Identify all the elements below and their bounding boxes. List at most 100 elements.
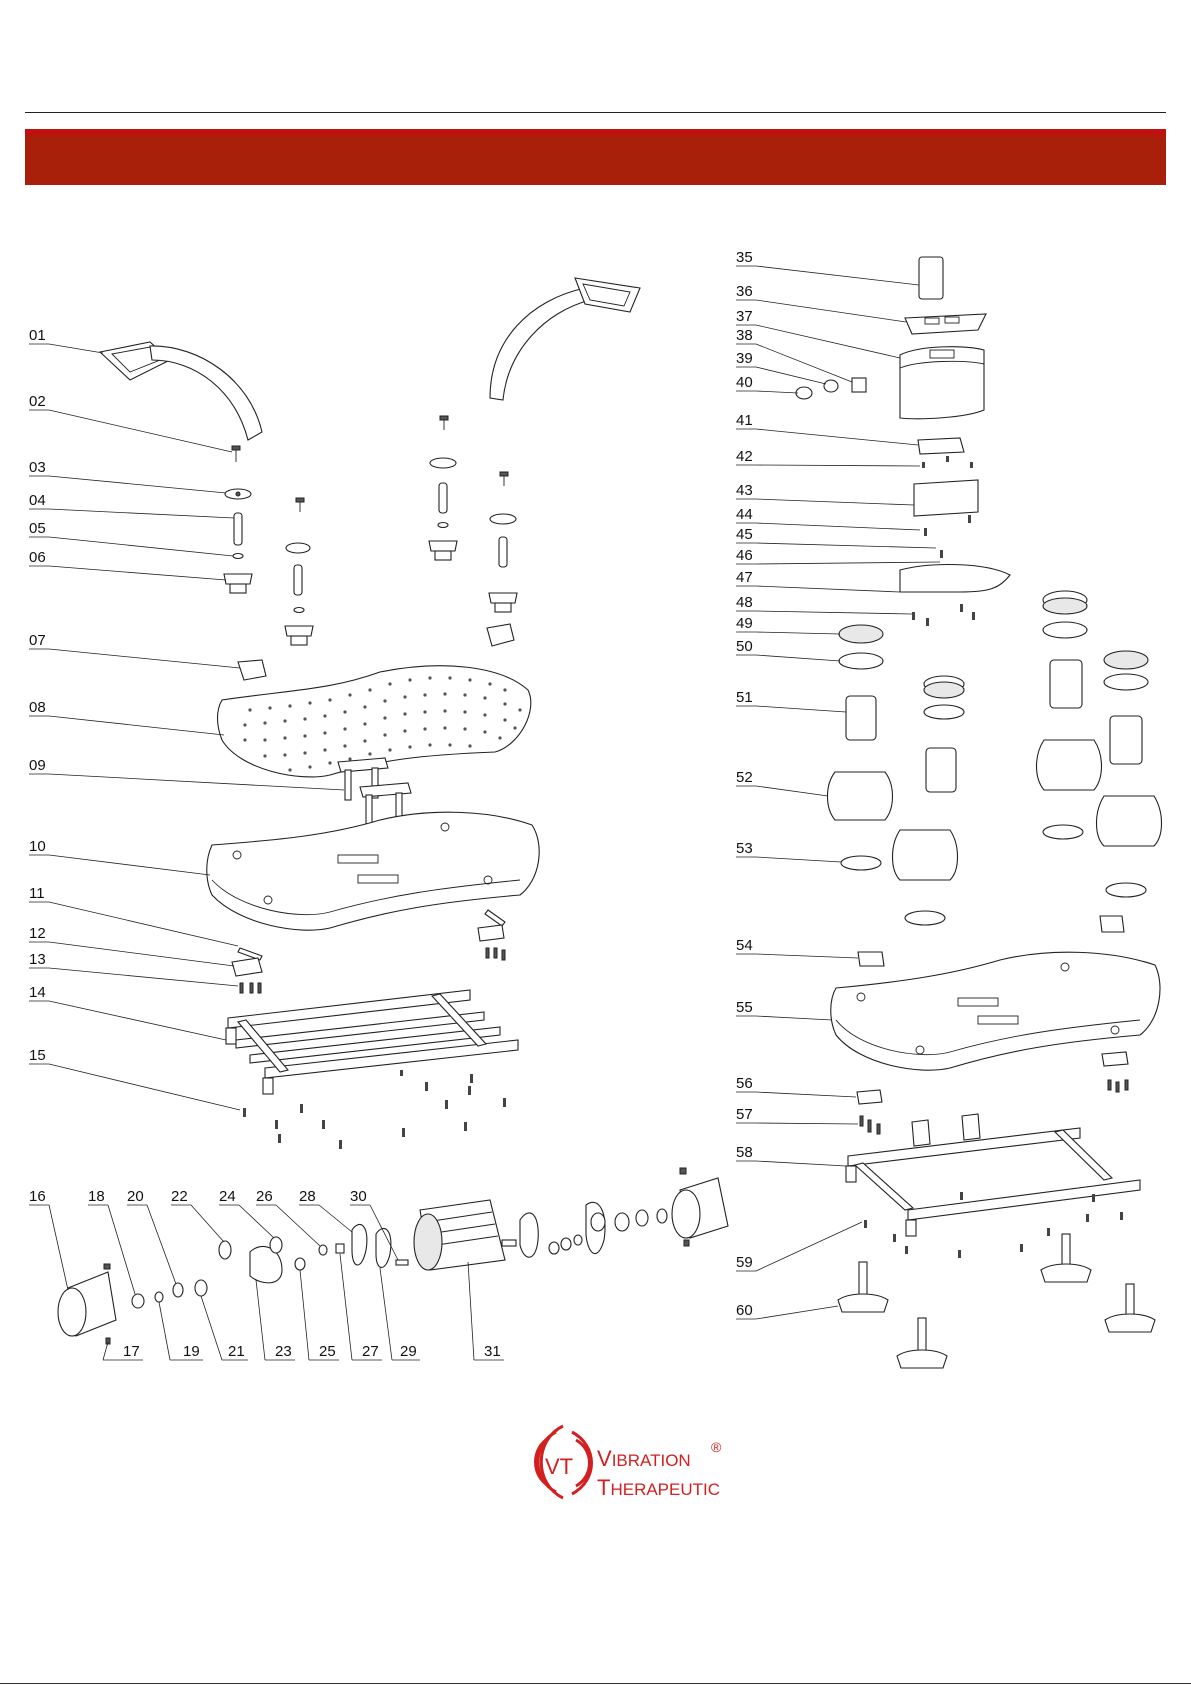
callout-label: 08 [29, 699, 46, 716]
callout-08: 08 [29, 699, 224, 735]
callout-05: 05 [29, 520, 233, 556]
callout-58: 58 [736, 1144, 846, 1166]
callout-43: 43 [736, 482, 914, 505]
callout-label: 07 [29, 632, 46, 649]
callout-label: 28 [299, 1188, 316, 1205]
handle-right [490, 278, 640, 400]
callout-13: 13 [29, 951, 238, 986]
callout-36: 36 [736, 283, 906, 322]
callout-38: 38 [736, 327, 852, 382]
callout-03: 03 [29, 459, 226, 493]
part-58-frame [846, 1114, 1140, 1236]
part-48-screws [912, 604, 975, 626]
callout-label: 19 [183, 1343, 200, 1360]
callout-37: 37 [736, 308, 900, 358]
parts-38-40-knobs [796, 378, 866, 399]
callout-25: 25 [300, 1270, 339, 1360]
motor-assembly-left [58, 1224, 408, 1344]
callout-label: 42 [736, 448, 753, 465]
callout-57: 57 [736, 1106, 858, 1124]
callout-label: 55 [736, 999, 753, 1016]
callout-label: 01 [29, 327, 46, 344]
callout-40: 40 [736, 374, 798, 393]
callout-28: 28 [299, 1188, 352, 1232]
callout-60: 60 [736, 1302, 838, 1319]
callout-label: 57 [736, 1106, 753, 1123]
callout-label: 30 [350, 1188, 367, 1205]
logo-line2-initial: T [597, 1475, 610, 1500]
callout-42: 42 [736, 448, 920, 466]
callout-46: 46 [736, 547, 940, 564]
handle-mount-parts-4 [487, 472, 517, 646]
callout-17: 17 [103, 1342, 143, 1360]
part-43-panel [914, 480, 978, 516]
logo-line1-rest: IBRATION [612, 1451, 691, 1470]
callout-label: 21 [228, 1343, 245, 1360]
callout-label: 44 [736, 506, 753, 523]
callout-label: 59 [736, 1254, 753, 1271]
part-54-cap [858, 952, 884, 966]
callout-47: 47 [736, 569, 900, 592]
callout-16: 16 [29, 1188, 68, 1290]
part-07-cap [238, 660, 266, 680]
callout-label: 58 [736, 1144, 753, 1161]
part-31-motor [414, 1200, 516, 1270]
callout-01: 01 [29, 327, 103, 353]
callout-56: 56 [736, 1075, 856, 1097]
callout-label: 12 [29, 925, 46, 942]
parts-56-57 [857, 1090, 882, 1134]
part-36-display-cover [905, 314, 986, 334]
callout-50: 50 [736, 638, 840, 661]
part-14-frame [226, 990, 518, 1094]
callout-04: 04 [29, 492, 234, 518]
parts-49-53-spring-stack [828, 591, 1162, 932]
callout-label: 43 [736, 482, 753, 499]
part-35-remote [919, 257, 943, 299]
callout-label: 35 [736, 249, 753, 266]
callout-54: 54 [736, 937, 858, 958]
callout-19: 19 [159, 1302, 203, 1360]
callout-label: 45 [736, 526, 753, 543]
callout-label: 27 [362, 1343, 379, 1360]
motor-assembly-right [520, 1168, 728, 1257]
handle-left [100, 342, 262, 440]
callout-label: 10 [29, 838, 46, 855]
callout-label: 13 [29, 951, 46, 968]
callout-label: 48 [736, 594, 753, 611]
callout-53: 53 [736, 840, 841, 862]
callout-label: 17 [123, 1343, 140, 1360]
callout-label: 37 [736, 308, 753, 325]
logo-line1: VIBRATION [597, 1446, 691, 1471]
logo-line1-initial: V [597, 1446, 612, 1471]
callout-48: 48 [736, 594, 912, 614]
callout-22: 22 [171, 1188, 224, 1242]
callout-23: 23 [256, 1280, 295, 1360]
callout-label: 49 [736, 615, 753, 632]
callout-55: 55 [736, 999, 832, 1020]
callout-label: 60 [736, 1302, 753, 1319]
handle-mount-parts-2 [285, 498, 313, 645]
vibration-therapeutic-logo: VT VIBRATION THERAPEUTIC ® [536, 1426, 723, 1500]
callout-label: 18 [88, 1188, 105, 1205]
callout-51: 51 [736, 689, 846, 712]
callout-label: 23 [275, 1343, 292, 1360]
bottom-rule [0, 1683, 1191, 1684]
callout-label: 15 [29, 1047, 46, 1064]
callout-31: 31 [468, 1262, 504, 1360]
callout-label: 11 [29, 885, 45, 902]
callout-label: 06 [29, 549, 46, 566]
callout-label: 22 [171, 1188, 188, 1205]
registered-mark: ® [711, 1439, 722, 1455]
callout-label: 02 [29, 393, 46, 410]
callout-label: 14 [29, 984, 46, 1001]
callout-49: 49 [736, 615, 840, 634]
callout-label: 47 [736, 569, 753, 586]
callout-02: 02 [29, 393, 232, 452]
callout-59: 59 [736, 1222, 862, 1271]
callout-07: 07 [29, 632, 240, 668]
callout-15: 15 [29, 1047, 240, 1110]
callout-label: 56 [736, 1075, 753, 1092]
callout-label: 46 [736, 547, 753, 564]
callout-label: 26 [256, 1188, 273, 1205]
